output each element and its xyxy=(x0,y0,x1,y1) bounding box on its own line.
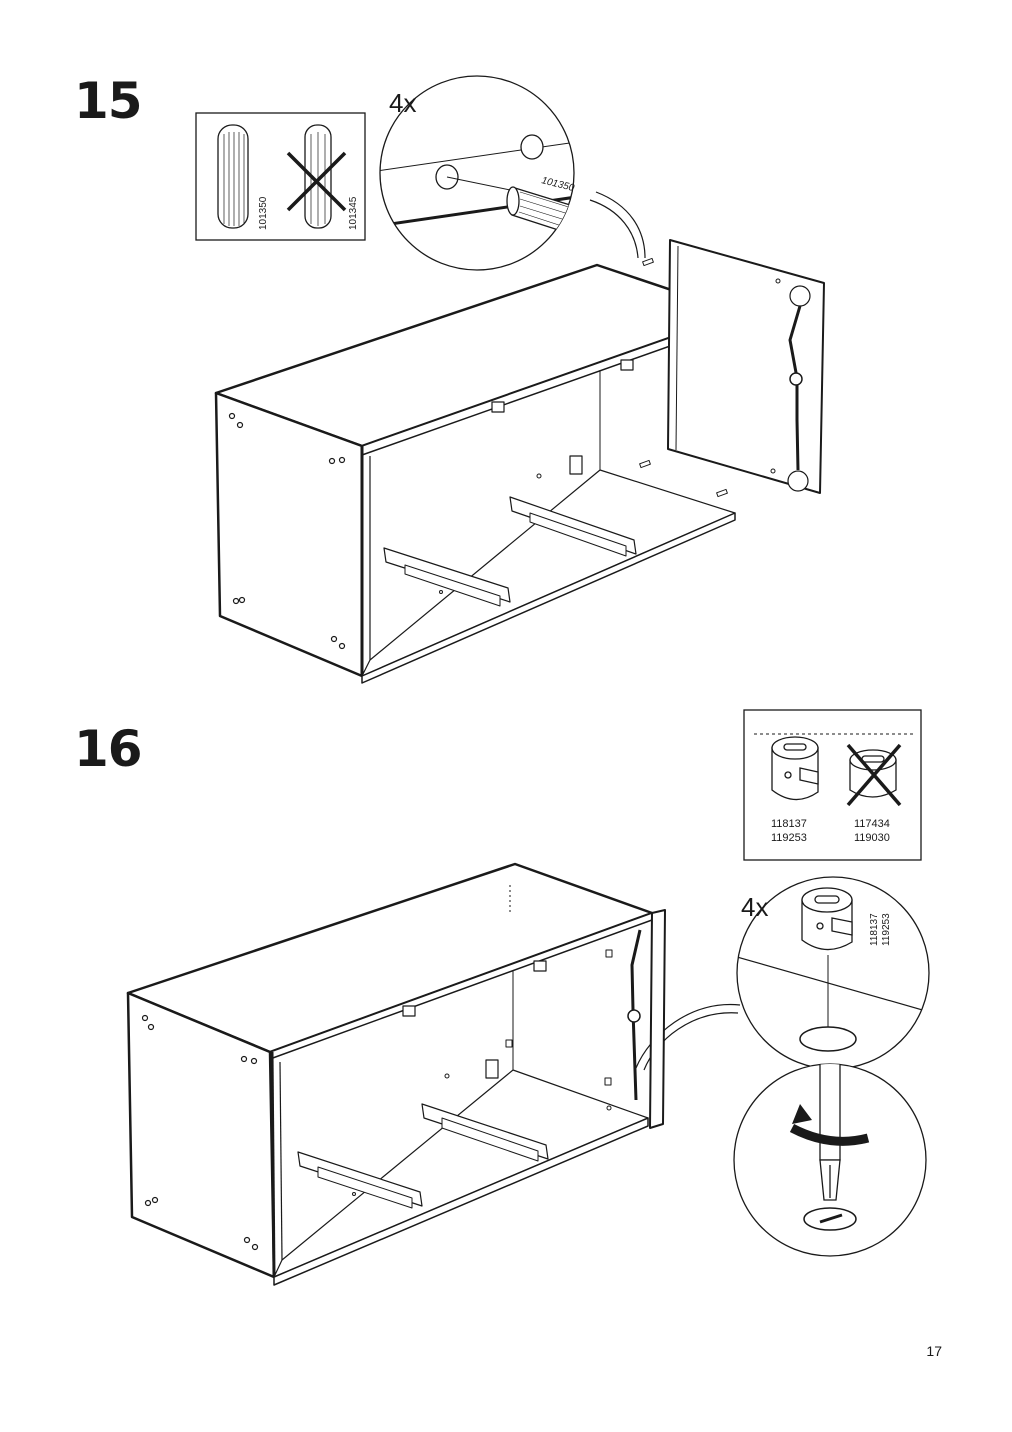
parts-box-step15: 101350 101345 xyxy=(195,112,366,241)
cross-out-icon xyxy=(846,743,902,807)
rotate-clockwise-icon xyxy=(789,1104,870,1146)
dowel-icon xyxy=(217,124,249,229)
parts-box-step16: 118137 119253 117434 119030 xyxy=(743,709,922,861)
step-number-15: 15 xyxy=(74,72,143,130)
correct-part-number-2: 119253 xyxy=(771,832,807,844)
wrong-dowel-part-number: 101345 xyxy=(348,196,359,230)
step-number-16: 16 xyxy=(74,720,143,778)
cam-lock-icon xyxy=(771,736,819,801)
cross-out-icon xyxy=(286,151,347,212)
cam-lock-icon xyxy=(801,887,853,951)
correct-dowel-part-number: 101350 xyxy=(258,196,269,230)
detail-circle-step16-insert: 4x 118137 119253 xyxy=(635,876,930,1071)
cabinet-step16 xyxy=(126,862,666,1286)
wrong-dowel-icon xyxy=(304,124,332,229)
detail-part-number-1: 118137 xyxy=(869,913,880,946)
detail-circle-step16-tighten xyxy=(733,1063,927,1257)
quantity-label-step15: 4x xyxy=(389,88,416,118)
detail-circle-step15: 4x 101350 xyxy=(379,75,646,271)
screwdriver-icon xyxy=(819,1064,841,1201)
quantity-label-step16: 4x xyxy=(741,892,768,922)
correct-part-number-1: 118137 xyxy=(771,818,807,830)
wrong-part-number-2: 119030 xyxy=(854,832,890,844)
door-panel-step15 xyxy=(667,239,825,494)
page-number: 17 xyxy=(926,1343,942,1359)
cabinet-step15 xyxy=(214,257,742,684)
wrong-part-number-1: 117434 xyxy=(854,818,890,830)
detail-part-number-2: 119253 xyxy=(881,913,892,946)
